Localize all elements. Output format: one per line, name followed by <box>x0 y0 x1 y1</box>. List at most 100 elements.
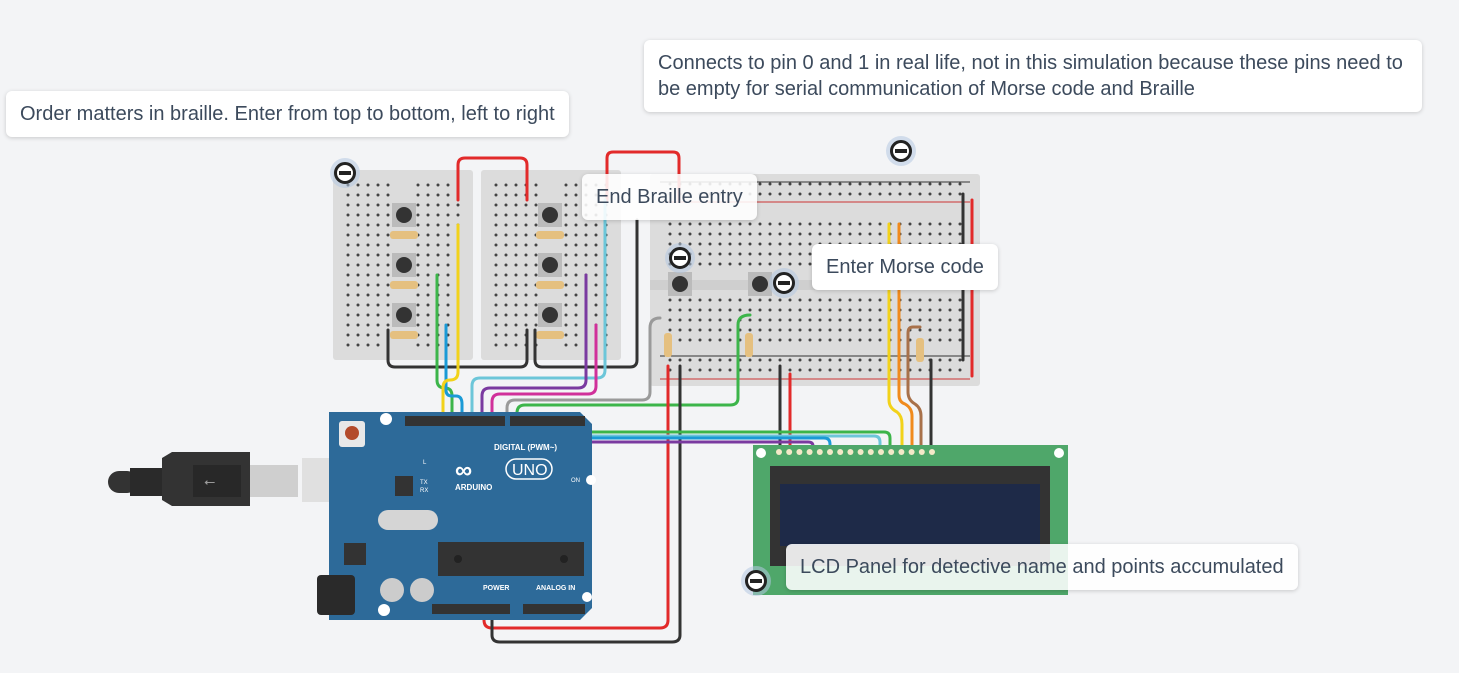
breadboard-hole[interactable] <box>848 368 852 372</box>
breadboard-hole[interactable] <box>798 192 802 196</box>
breadboard-hole[interactable] <box>678 318 682 322</box>
breadboard-hole[interactable] <box>758 298 762 302</box>
breadboard-hole[interactable] <box>818 338 822 342</box>
breadboard-hole[interactable] <box>386 313 390 317</box>
breadboard-hole[interactable] <box>828 368 832 372</box>
breadboard-hole[interactable] <box>494 283 498 287</box>
breadboard-hole[interactable] <box>594 283 598 287</box>
breadboard-hole[interactable] <box>718 358 722 362</box>
breadboard-hole[interactable] <box>868 358 872 362</box>
breadboard-hole[interactable] <box>534 213 538 217</box>
breadboard-hole[interactable] <box>514 313 518 317</box>
breadboard-hole[interactable] <box>808 298 812 302</box>
breadboard-hole[interactable] <box>878 182 882 186</box>
breadboard-hole[interactable] <box>584 263 588 267</box>
breadboard-hole[interactable] <box>838 328 842 332</box>
resistor[interactable] <box>390 281 418 289</box>
breadboard-hole[interactable] <box>594 243 598 247</box>
breadboard-hole[interactable] <box>808 252 812 256</box>
breadboard-hole[interactable] <box>798 242 802 246</box>
breadboard-hole[interactable] <box>574 263 578 267</box>
breadboard-hole[interactable] <box>514 283 518 287</box>
breadboard-hole[interactable] <box>416 313 420 317</box>
breadboard-hole[interactable] <box>376 263 380 267</box>
breadboard-hole[interactable] <box>928 298 932 302</box>
breadboard-hole[interactable] <box>778 338 782 342</box>
breadboard-hole[interactable] <box>514 323 518 327</box>
breadboard-hole[interactable] <box>426 223 430 227</box>
breadboard-hole[interactable] <box>436 253 440 257</box>
resistor[interactable] <box>390 231 418 239</box>
breadboard-hole[interactable] <box>366 273 370 277</box>
breadboard-hole[interactable] <box>858 318 862 322</box>
breadboard-hole[interactable] <box>788 262 792 266</box>
breadboard-hole[interactable] <box>426 313 430 317</box>
breadboard-hole[interactable] <box>768 328 772 332</box>
breadboard-hole[interactable] <box>416 263 420 267</box>
breadboard-hole[interactable] <box>818 358 822 362</box>
lcd-pin-db5[interactable] <box>888 449 895 455</box>
breadboard-hole[interactable] <box>768 358 772 362</box>
breadboard-hole[interactable] <box>494 233 498 237</box>
breadboard-hole[interactable] <box>868 338 872 342</box>
breadboard-hole[interactable] <box>708 232 712 236</box>
breadboard-hole[interactable] <box>708 308 712 312</box>
breadboard-hole[interactable] <box>818 308 822 312</box>
breadboard-hole[interactable] <box>878 222 882 226</box>
breadboard-hole[interactable] <box>808 232 812 236</box>
breadboard-hole[interactable] <box>698 242 702 246</box>
pushbutton-braille-2[interactable] <box>392 253 416 277</box>
breadboard-hole[interactable] <box>878 338 882 342</box>
annotation-pin-serial-pins[interactable] <box>886 136 916 166</box>
breadboard-hole[interactable] <box>778 328 782 332</box>
breadboard-hole[interactable] <box>594 263 598 267</box>
breadboard-hole[interactable] <box>778 358 782 362</box>
breadboard-hole[interactable] <box>728 318 732 322</box>
breadboard-hole[interactable] <box>386 223 390 227</box>
breadboard-hole[interactable] <box>778 308 782 312</box>
breadboard-hole[interactable] <box>346 343 350 347</box>
breadboard-hole[interactable] <box>446 243 450 247</box>
resistor[interactable] <box>664 333 672 357</box>
breadboard-hole[interactable] <box>728 338 732 342</box>
breadboard-hole[interactable] <box>848 318 852 322</box>
lcd-pin-db3[interactable] <box>867 449 874 455</box>
breadboard-hole[interactable] <box>574 343 578 347</box>
lcd-pin-e[interactable] <box>827 449 833 455</box>
breadboard-hole[interactable] <box>504 183 508 187</box>
breadboard-hole[interactable] <box>504 253 508 257</box>
breadboard-hole[interactable] <box>758 262 762 266</box>
breadboard-hole[interactable] <box>574 303 578 307</box>
breadboard-hole[interactable] <box>708 358 712 362</box>
breadboard-hole[interactable] <box>534 323 538 327</box>
breadboard-hole[interactable] <box>828 192 832 196</box>
breadboard-hole[interactable] <box>748 358 752 362</box>
breadboard-hole[interactable] <box>346 203 350 207</box>
breadboard-hole[interactable] <box>574 193 578 197</box>
breadboard-hole[interactable] <box>808 338 812 342</box>
breadboard-hole[interactable] <box>426 263 430 267</box>
breadboard-hole[interactable] <box>958 192 962 196</box>
breadboard-hole[interactable] <box>366 243 370 247</box>
breadboard-hole[interactable] <box>698 222 702 226</box>
breadboard-hole[interactable] <box>416 293 420 297</box>
breadboard-hole[interactable] <box>788 232 792 236</box>
breadboard-hole[interactable] <box>524 273 528 277</box>
breadboard-hole[interactable] <box>504 303 508 307</box>
breadboard-hole[interactable] <box>928 338 932 342</box>
breadboard-hole[interactable] <box>888 192 892 196</box>
breadboard-hole[interactable] <box>858 368 862 372</box>
breadboard-hole[interactable] <box>524 233 528 237</box>
breadboard-hole[interactable] <box>524 313 528 317</box>
breadboard-hole[interactable] <box>446 183 450 187</box>
breadboard-hole[interactable] <box>728 298 732 302</box>
breadboard-hole[interactable] <box>376 323 380 327</box>
breadboard-hole[interactable] <box>366 333 370 337</box>
breadboard-hole[interactable] <box>758 368 762 372</box>
breadboard-hole[interactable] <box>718 338 722 342</box>
breadboard-hole[interactable] <box>858 358 862 362</box>
breadboard-hole[interactable] <box>718 298 722 302</box>
breadboard-hole[interactable] <box>356 333 360 337</box>
breadboard-hole[interactable] <box>426 323 430 327</box>
breadboard-hole[interactable] <box>574 323 578 327</box>
